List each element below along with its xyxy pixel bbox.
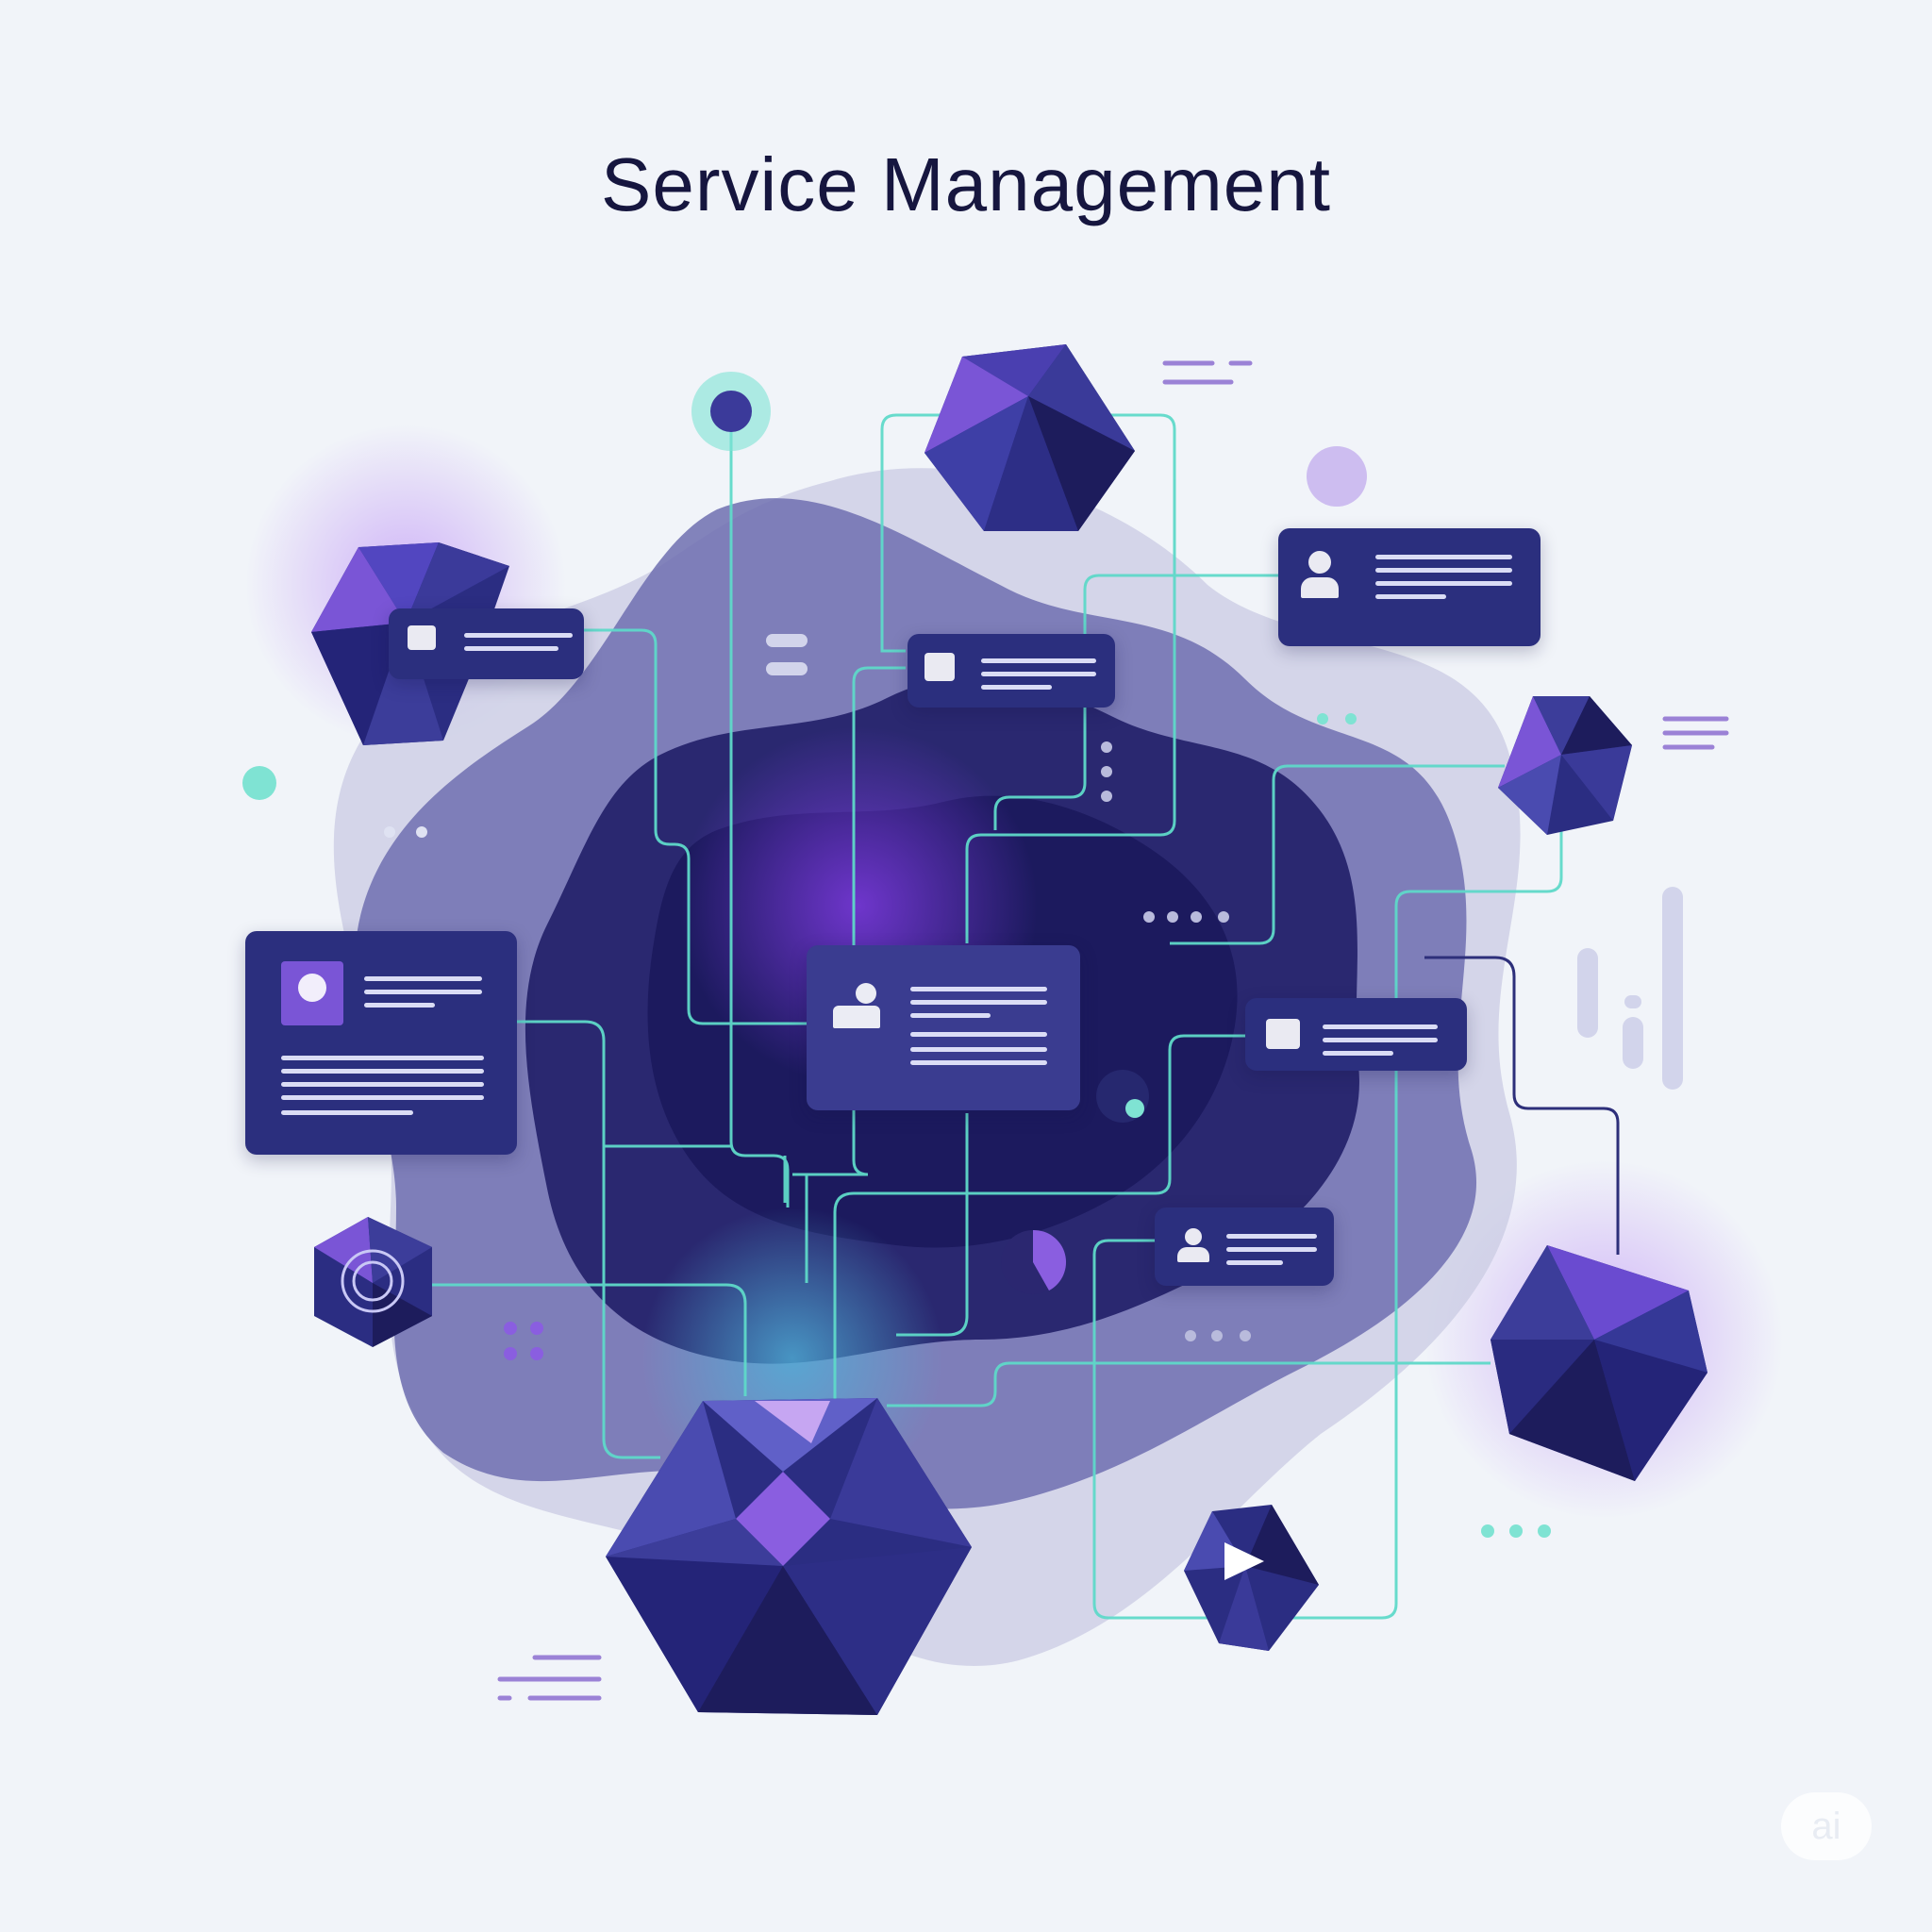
- connector-line: [887, 1361, 1491, 1407]
- target-icon: [341, 1249, 405, 1313]
- chat-icon: [1266, 1019, 1300, 1049]
- connector-line: [896, 1113, 969, 1337]
- chat-icon: [924, 653, 955, 681]
- crystal-top: [924, 344, 1135, 531]
- connector-line: [580, 628, 807, 1025]
- user-icon: [298, 974, 326, 1002]
- user-icon: [856, 983, 876, 1004]
- user-icon: [1308, 551, 1331, 574]
- page-title: Service Management: [601, 142, 1331, 226]
- connector-line: [1170, 764, 1505, 945]
- decor-node-dot: [1125, 1099, 1144, 1118]
- user-icon: [1185, 1228, 1202, 1245]
- info-card: [1245, 998, 1467, 1071]
- connector-line: [514, 1020, 660, 1459]
- connector-line: [429, 1283, 747, 1396]
- info-card-large: [245, 931, 517, 1155]
- info-card: [1278, 528, 1541, 646]
- decor-dots: [384, 713, 1551, 1538]
- decor-lines: [497, 360, 1729, 1701]
- connector-line: [993, 574, 1278, 830]
- decor-bars: [766, 634, 1683, 1090]
- crystal-right: [1498, 696, 1632, 835]
- crystal-bottom-right: [1491, 1245, 1707, 1481]
- connector-line: [880, 413, 1176, 943]
- connector-line: [833, 1034, 1245, 1406]
- connector-lines: [429, 413, 1563, 1620]
- info-card: [389, 608, 584, 679]
- crystal-play: [1184, 1505, 1319, 1651]
- crystal-target: [314, 1217, 432, 1347]
- decor-dot: [242, 766, 276, 800]
- play-icon: [1224, 1542, 1264, 1580]
- ai-watermark: ai: [1781, 1792, 1872, 1860]
- chat-icon: [408, 625, 436, 650]
- crystal-bottom-large: [606, 1398, 972, 1715]
- connector-line: [729, 413, 790, 1208]
- decor-circle: [1307, 446, 1367, 507]
- info-card: [1155, 1208, 1334, 1286]
- network-node-core: [710, 391, 752, 432]
- pie-chart-icon: [1001, 1229, 1067, 1294]
- connector-line: [1092, 830, 1563, 1620]
- connector-line-dark: [1424, 956, 1620, 1255]
- connector-line: [792, 666, 906, 1176]
- info-card: [908, 634, 1115, 708]
- info-card-center: [807, 945, 1080, 1110]
